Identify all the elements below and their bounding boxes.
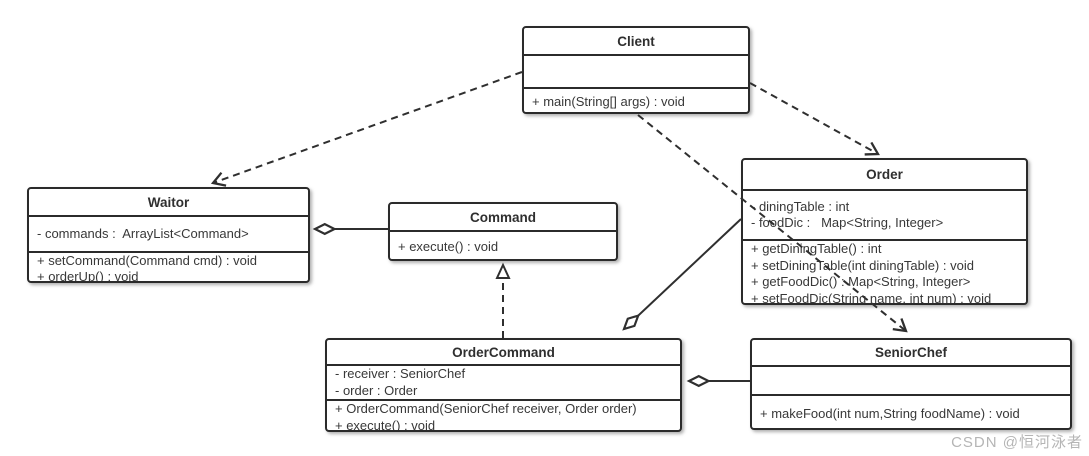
attribute-receiver: - receiver : SeniorChef	[335, 366, 466, 381]
class-waitor-title: Waitor	[147, 194, 190, 210]
class-client-title: Client	[617, 33, 655, 49]
class-seniorchef-title: SeniorChef	[874, 345, 947, 360]
method-orderup: + orderUp() : void	[37, 269, 139, 283]
attribute-commands: - commands : ArrayList<Command>	[37, 225, 249, 241]
class-command-methods: + execute() : void	[390, 230, 616, 259]
class-ordercommand-methods: + OrderCommand(SeniorChef receiver, Orde…	[327, 399, 680, 432]
method-makefood: + makeFood(int num,String foodName) : vo…	[760, 405, 1020, 421]
class-ordercommand-attributes: - receiver : SeniorChef - order : Order	[327, 364, 680, 399]
class-waitor: Waitor - commands : ArrayList<Command> +…	[27, 187, 310, 283]
class-client-attributes	[524, 54, 748, 87]
attribute-fooddic: - foodDic : Map<String, Integer>	[751, 215, 944, 230]
class-waitor-attributes: - commands : ArrayList<Command>	[29, 215, 308, 251]
class-client: Client + main(String[] args) : void	[522, 26, 750, 114]
method-execute: + execute() : void	[398, 239, 499, 255]
attribute-order: - order : Order	[335, 382, 418, 398]
method-setdiningtable: + setDiningTable(int diningTable) : void	[751, 257, 974, 273]
class-seniorchef-attributes	[752, 365, 1070, 394]
dependency-arrow-client-order	[749, 82, 880, 156]
class-seniorchef-methods: + makeFood(int num,String foodName) : vo…	[752, 394, 1070, 428]
method-setcommand: + setCommand(Command cmd) : void	[37, 252, 257, 268]
method-setfooddic: + setFoodDic(String name, int num) : voi…	[751, 290, 992, 305]
class-command-title: Command	[469, 209, 536, 225]
dependency-arrow-client-waitor	[210, 71, 523, 187]
class-command: Command + execute() : void	[388, 202, 618, 261]
watermark: CSDN @恒河泳者	[951, 434, 1083, 451]
class-ordercommand-title: OrderCommand	[452, 344, 555, 360]
class-waitor-methods: + setCommand(Command cmd) : void + order…	[29, 251, 308, 283]
class-client-methods: + main(String[] args) : void	[524, 87, 748, 112]
attribute-diningtable: - diningTable : int	[751, 198, 850, 214]
method-getfooddic: + getFoodDic() : Map<String, Integer>	[751, 274, 971, 289]
class-order-title: Order	[866, 167, 903, 182]
method-constructor: + OrderCommand(SeniorChef receiver, Orde…	[335, 401, 637, 416]
class-order: Order - diningTable : int - foodDic : Ma…	[741, 158, 1028, 305]
method-main: + main(String[] args) : void	[532, 94, 685, 110]
class-ordercommand: OrderCommand - receiver : SeniorChef - o…	[325, 338, 682, 432]
class-order-attributes: - diningTable : int - foodDic : Map<Stri…	[743, 189, 1026, 239]
aggregation-diamond-ordercommand-order	[622, 218, 742, 331]
method-execute: + execute() : void	[335, 417, 436, 432]
class-order-methods: + getDiningTable() : int + setDiningTabl…	[743, 239, 1026, 305]
method-getdiningtable: + getDiningTable() : int	[751, 241, 882, 256]
class-seniorchef: SeniorChef + makeFood(int num,String foo…	[750, 338, 1072, 430]
